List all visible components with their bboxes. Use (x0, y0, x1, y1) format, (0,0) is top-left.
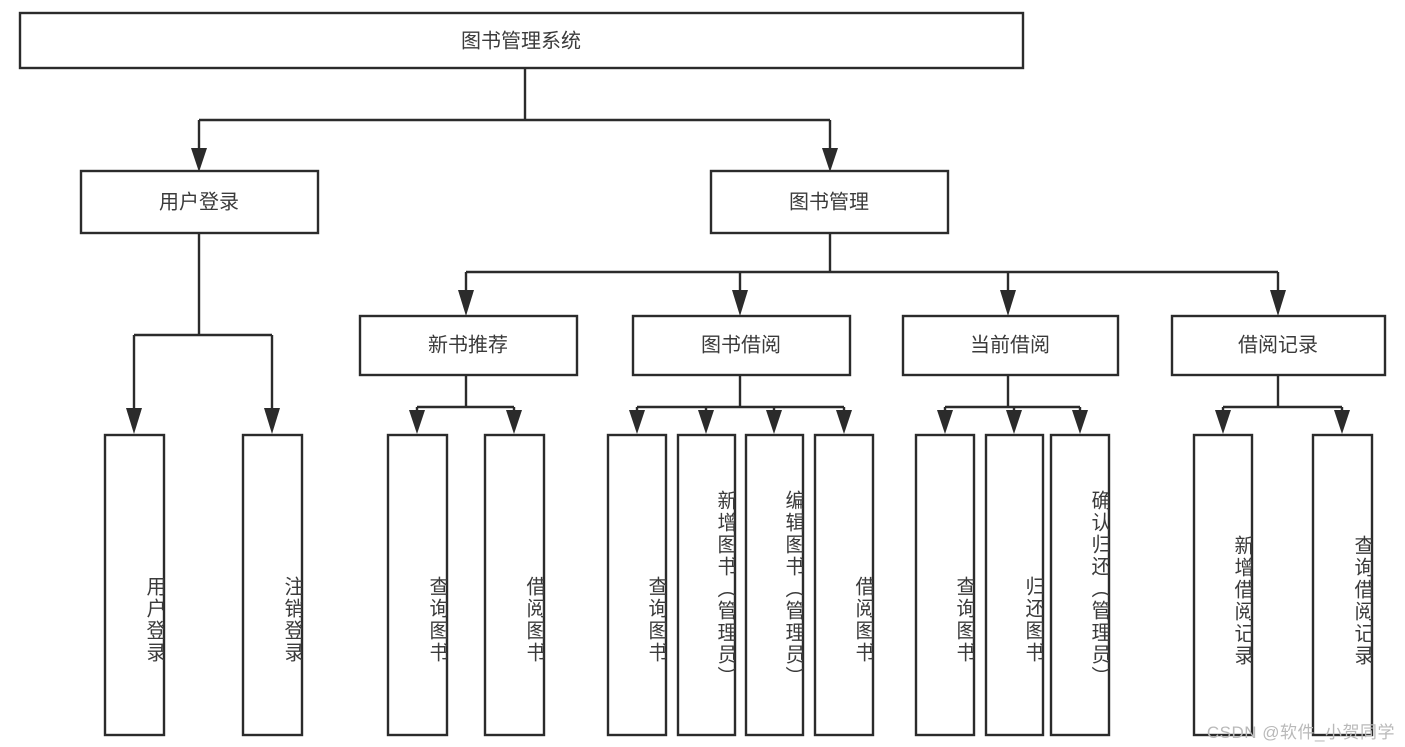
node-box-leaf-new-book-1[interactable] (386, 433, 449, 737)
node-box-leaf-book-borrow-1[interactable] (606, 433, 668, 737)
arrow-head-current-borrow-leaf-2 (1006, 410, 1022, 434)
node-box-leaf-borrow-records-1[interactable] (1192, 433, 1254, 737)
node-box-leaf-user-login-2[interactable] (241, 433, 304, 737)
arrow-head-new-book-leaf-1 (409, 410, 425, 434)
arrow-head-borrow-records-leaf-2 (1334, 410, 1350, 434)
node-box-leaf-user-login-1[interactable] (103, 433, 166, 737)
connector-group-root (191, 68, 838, 172)
node-box-new-book-recommend[interactable] (358, 314, 579, 377)
arrow-head-book-mgmt (822, 148, 838, 172)
arrow-head-user-login-leaf-2 (264, 408, 280, 434)
node-label-root: 图书管理系统 (461, 29, 581, 52)
arrow-head-book-borrow-leaf-2 (698, 410, 714, 434)
node-box-leaf-current-borrow-1[interactable] (914, 433, 976, 737)
node-box-current-borrow[interactable] (901, 314, 1120, 377)
node-label-borrow-records: 借阅记录 (1238, 333, 1318, 356)
arrow-head-book-borrow-leaf-4 (836, 410, 852, 434)
arrow-head-current-borrow-leaf-3 (1072, 410, 1088, 434)
node-label-user-login: 用户登录 (159, 190, 239, 213)
node-box-leaf-new-book-2[interactable] (483, 433, 546, 737)
node-box-book-borrow[interactable] (631, 314, 852, 377)
arrow-head-current-borrow (1000, 290, 1016, 316)
connector-group-user-login (126, 233, 280, 434)
connector-group-book-borrow (629, 375, 852, 434)
node-label-book-management: 图书管理 (789, 190, 869, 213)
arrow-head-user-login (191, 148, 207, 172)
connector-group-new-book (409, 375, 522, 434)
node-box-leaf-current-borrow-3[interactable] (1049, 433, 1111, 737)
node-box-leaf-book-borrow-4[interactable] (813, 433, 875, 737)
arrow-head-borrow-records-leaf-1 (1215, 410, 1231, 434)
arrow-head-book-borrow-leaf-1 (629, 410, 645, 434)
node-box-leaf-book-borrow-2[interactable] (676, 433, 737, 737)
node-box-leaf-borrow-records-2[interactable] (1311, 433, 1374, 737)
csdn-watermark: CSDN @软件_小贺同学 (1206, 723, 1395, 742)
node-label-book-borrow: 图书借阅 (701, 333, 781, 356)
node-box-user-login[interactable] (79, 169, 320, 235)
node-box-book-management[interactable] (709, 169, 950, 235)
node-box-leaf-current-borrow-2[interactable] (984, 433, 1045, 737)
node-box-leaf-book-borrow-3[interactable] (744, 433, 805, 737)
arrow-head-current-borrow-leaf-1 (937, 410, 953, 434)
arrow-head-user-login-leaf-1 (126, 408, 142, 434)
arrow-head-new-book-leaf-2 (506, 410, 522, 434)
connector-group-book-mgmt (458, 233, 1286, 316)
arrow-head-new-book (458, 290, 474, 316)
arrow-head-book-borrow (732, 290, 748, 316)
arrow-head-book-borrow-leaf-3 (766, 410, 782, 434)
node-box-root[interactable] (18, 11, 1025, 70)
arrow-head-borrow-records (1270, 290, 1286, 316)
connector-group-current-borrow (937, 375, 1088, 434)
connector-group-borrow-records (1215, 375, 1350, 434)
node-label-new-book-recommend: 新书推荐 (428, 333, 508, 356)
node-label-current-borrow: 当前借阅 (970, 333, 1050, 356)
node-box-borrow-records[interactable] (1170, 314, 1387, 377)
